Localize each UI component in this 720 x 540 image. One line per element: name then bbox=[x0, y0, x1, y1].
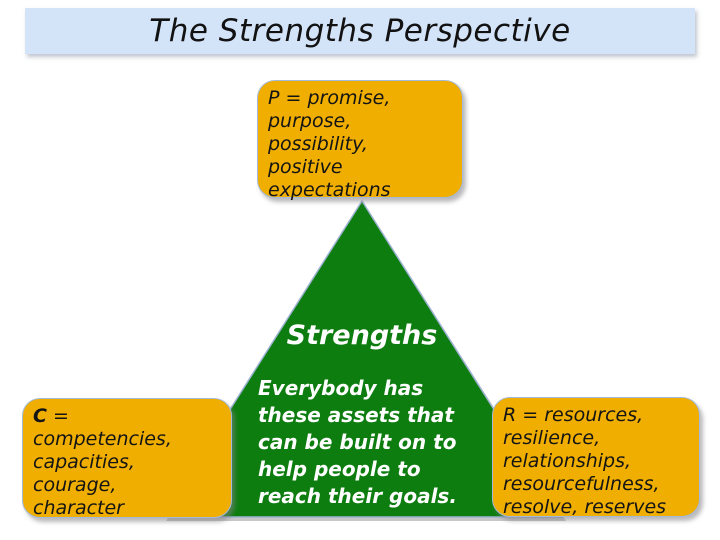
triangle-heading: Strengths bbox=[286, 320, 438, 351]
competencies-box: C = competencies, capacities, courage, c… bbox=[22, 398, 232, 520]
promise-box-text: P = promise, purpose, possibility, posit… bbox=[268, 87, 391, 201]
competencies-letter: C bbox=[33, 405, 47, 427]
triangle-body-text: Everybody has these assets that can be b… bbox=[258, 376, 457, 508]
triangle-shape bbox=[160, 199, 564, 518]
page-title: The Strengths Perspective bbox=[149, 13, 571, 49]
resources-box: R = resources, resilience, relationships… bbox=[492, 397, 700, 518]
resources-box-text: R = resources, resilience, relationships… bbox=[503, 404, 667, 518]
title-bar: The Strengths Perspective bbox=[25, 8, 695, 54]
competencies-box-text: C = competencies, capacities, courage, c… bbox=[33, 405, 221, 520]
competencies-rest: = competencies, capacities, courage, cha… bbox=[33, 405, 172, 519]
promise-box: P = promise, purpose, possibility, posit… bbox=[257, 80, 463, 201]
